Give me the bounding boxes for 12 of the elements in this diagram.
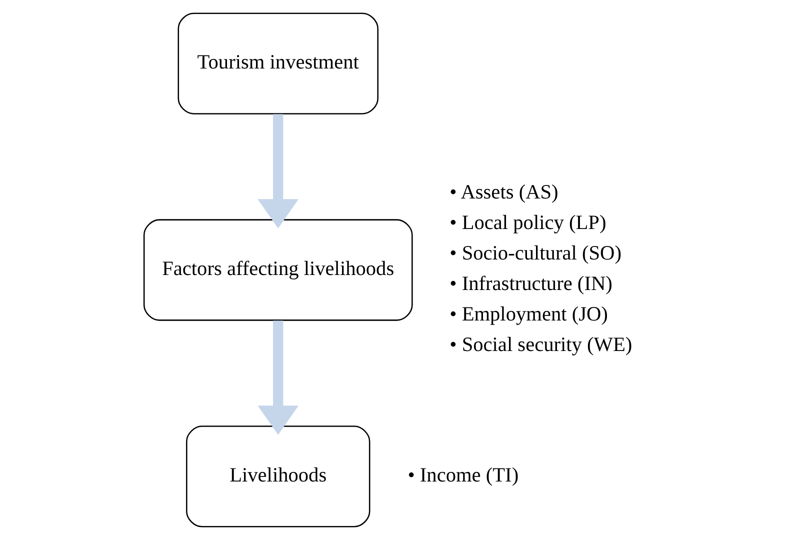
node-label: • Income (TI) xyxy=(407,464,518,486)
node-label: • Socio-cultural (SO) xyxy=(449,242,621,265)
node-box: Tourism investment xyxy=(177,12,378,114)
node-box: Livelihoods xyxy=(186,426,370,528)
node-label: • Assets (AS) xyxy=(449,182,558,204)
node-label: • Employment (JO) xyxy=(449,304,608,326)
arrow xyxy=(257,320,298,435)
node-label: • Social security (WE) xyxy=(449,334,632,356)
arrow xyxy=(257,114,298,228)
node-label: • Infrastructure (IN) xyxy=(449,273,612,296)
node-box: Factors affecting livelihoods xyxy=(142,219,412,321)
node-label: • Local policy (LP) xyxy=(449,212,606,234)
